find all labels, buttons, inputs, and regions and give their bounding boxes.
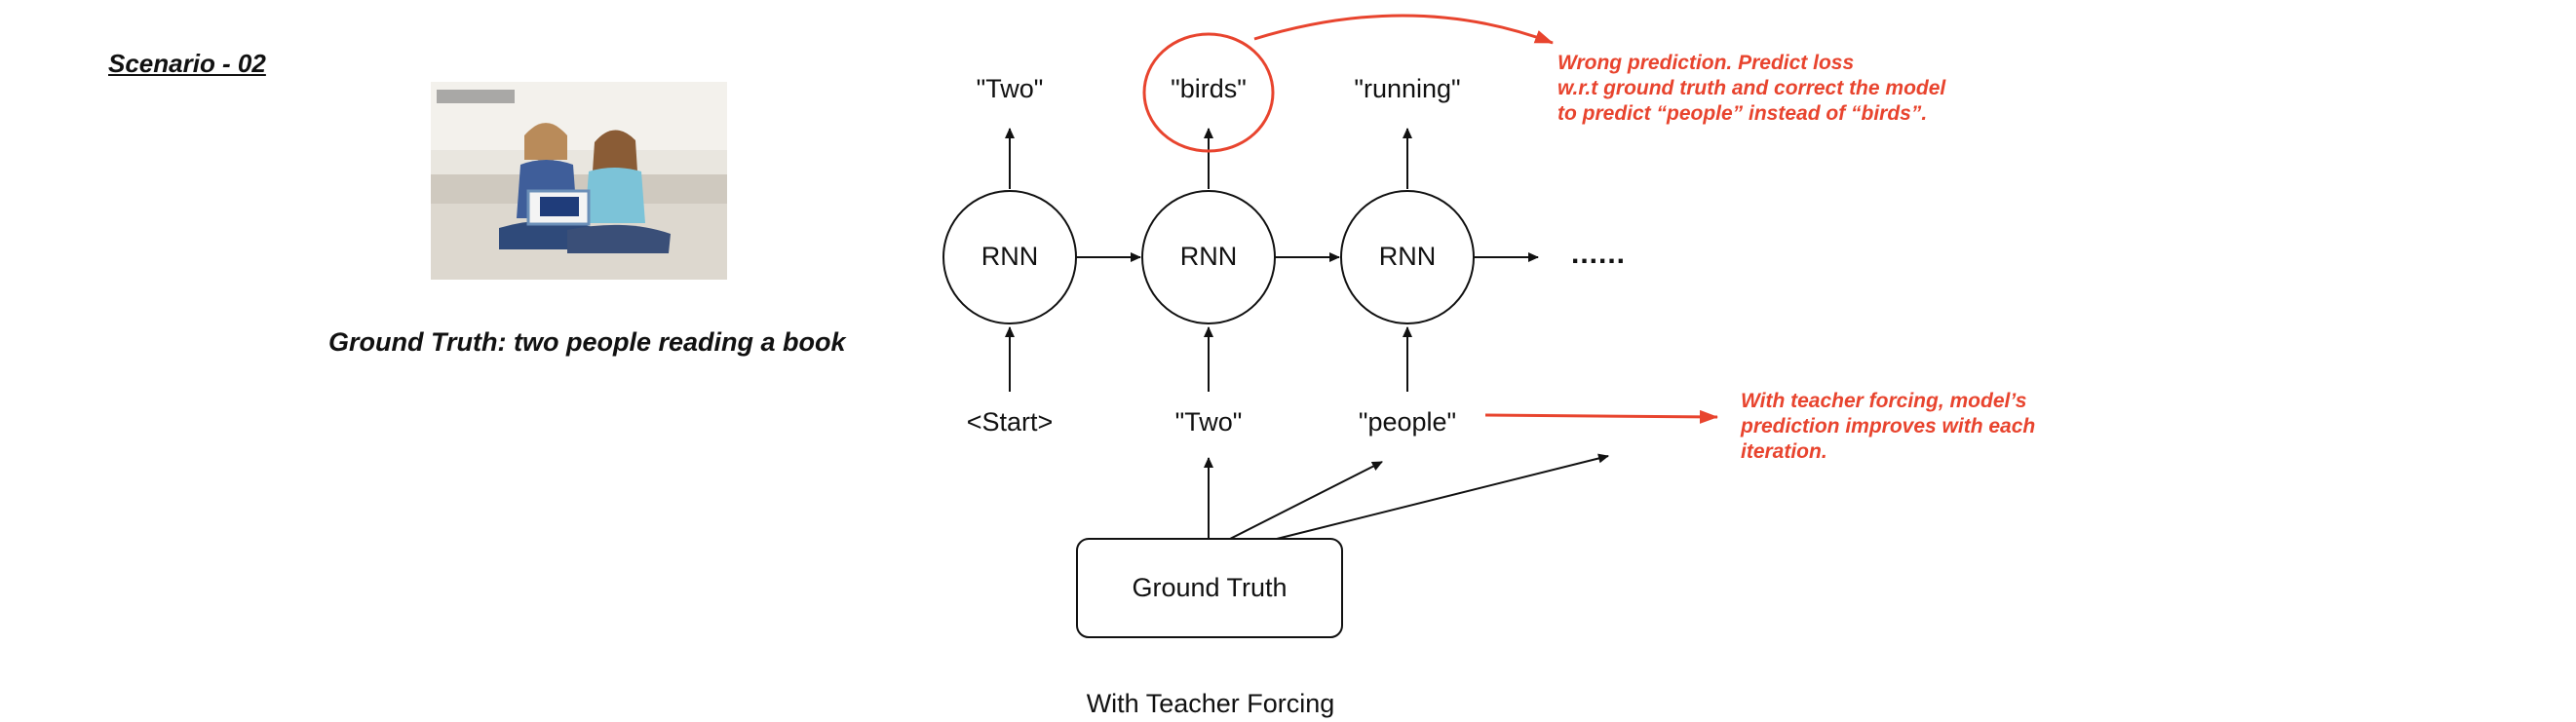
arrow-gt-to-people: [1229, 461, 1383, 540]
rnn-label-3: RNN: [1378, 242, 1437, 271]
arrow-teacher-note: [1484, 409, 1718, 424]
input-token-1: <Start>: [966, 407, 1054, 437]
diagram-footer-caption: With Teacher Forcing: [1086, 689, 1335, 718]
input-token-3: "people": [1358, 407, 1457, 437]
photo-two-girls-reading: [431, 82, 727, 280]
wrong-note-line-1: Wrong prediction. Predict loss: [1557, 52, 1855, 74]
continuation-ellipsis: ......: [1571, 238, 1627, 270]
teacher-note-line-1: With teacher forcing, model’s: [1741, 390, 2027, 412]
teacher-note-line-2: prediction improves with each: [1741, 415, 2036, 437]
wrong-prediction-highlight: [1142, 32, 1275, 153]
input-token-2: "Two": [1174, 407, 1243, 437]
wrong-prediction-note: Wrong prediction. Predict loss w.r.t gro…: [1557, 51, 1945, 127]
output-token-3: "running": [1354, 74, 1461, 103]
ground-truth-caption: Ground Truth: two people reading a book: [328, 327, 846, 357]
scenario-title: Scenario - 02: [108, 49, 266, 78]
wrong-note-line-2: w.r.t ground truth and correct the model: [1557, 77, 1946, 99]
arrow-gt-to-next: [1276, 453, 1609, 540]
rnn-label-2: RNN: [1179, 242, 1238, 271]
photo-watermark-badge: [437, 90, 515, 103]
ground-truth-box-label: Ground Truth: [1132, 573, 1288, 602]
teacher-forcing-note: With teacher forcing, model’s prediction…: [1741, 389, 2035, 465]
arrow-wrong-note: [1253, 14, 1554, 45]
rnn-label-1: RNN: [980, 242, 1039, 271]
output-token-2: "birds": [1171, 74, 1247, 103]
output-token-1: "Two": [976, 74, 1044, 103]
teacher-note-line-3: iteration.: [1741, 440, 1827, 463]
wrong-note-line-3: to predict “people” instead of “birds”.: [1557, 102, 1928, 125]
